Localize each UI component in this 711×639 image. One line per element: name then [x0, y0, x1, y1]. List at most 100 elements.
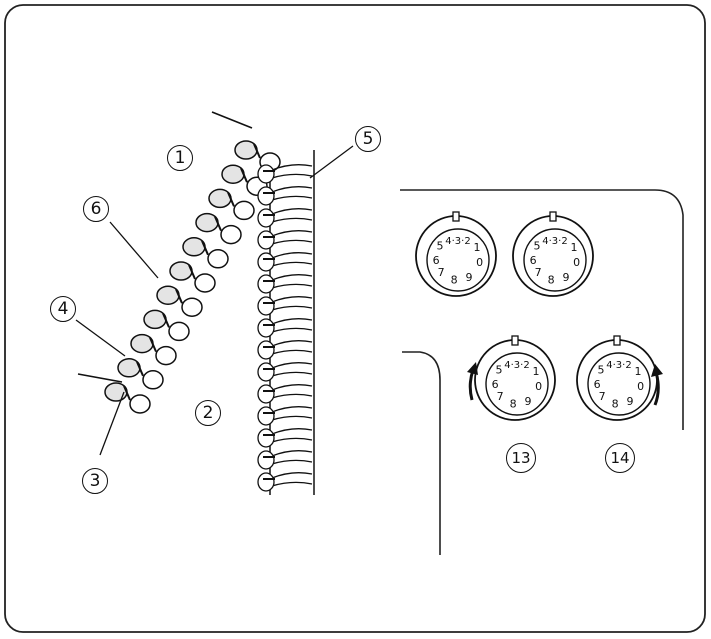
- dial-number: 6: [594, 378, 601, 391]
- dial-number: 8: [612, 398, 619, 411]
- chain-needle-thread: [175, 288, 183, 304]
- column-looper-loop: [257, 384, 275, 404]
- column-looper-loop: [257, 450, 275, 470]
- dial-number: 6: [492, 378, 499, 391]
- column-loop: [271, 340, 313, 355]
- callout-14: 14: [605, 443, 635, 473]
- thread-line-top: [211, 111, 253, 129]
- leader-5: [309, 145, 354, 179]
- chain-needle-thread: [253, 143, 261, 159]
- overlock-chain-stitch: [104, 140, 281, 414]
- leader-6: [109, 221, 159, 279]
- dial-number: 1: [571, 241, 578, 254]
- column-looper-loop: [257, 296, 275, 316]
- dial-number: 9: [627, 395, 634, 408]
- chain-loop-outer: [143, 309, 167, 330]
- column-looper-loop: [257, 472, 275, 492]
- column-loop: [271, 274, 313, 289]
- machine-panel-outline: [400, 189, 684, 430]
- dial-number: 5: [436, 239, 443, 252]
- chain-needle-thread: [188, 264, 196, 280]
- dial-number: 5: [597, 363, 604, 376]
- chain-needle-thread: [162, 313, 170, 328]
- callout-6: 6: [83, 196, 109, 222]
- callout-13: 13: [506, 443, 536, 473]
- dial-knob: [523, 228, 587, 292]
- chain-needle-thread: [201, 240, 209, 256]
- column-loop: [271, 384, 313, 399]
- chain-loop-outer: [156, 285, 180, 305]
- column-loop: [271, 428, 313, 443]
- chain-loop-outer: [221, 164, 245, 184]
- dial-knob: [426, 228, 490, 292]
- dial-number: 7: [497, 390, 504, 403]
- dial-number: 4·3·2: [504, 360, 529, 371]
- chain-needle-thread: [136, 361, 144, 377]
- chain-loop-outer: [182, 237, 206, 257]
- column-loop: [271, 186, 313, 201]
- chain-loop-inner: [155, 345, 177, 366]
- chain-loop-outer: [234, 140, 258, 160]
- dial-number: 7: [535, 266, 542, 279]
- column-looper-loop: [257, 340, 275, 360]
- dial-number: 6: [530, 254, 537, 267]
- dial-number: 0: [573, 256, 580, 269]
- chain-loop-inner: [233, 200, 255, 221]
- column-loop: [271, 318, 313, 333]
- dial-number: 8: [451, 274, 458, 287]
- chain-needle-thread: [123, 385, 131, 401]
- thread-line-bottom: [77, 373, 123, 383]
- machine-panel-lower-outline: [402, 351, 441, 555]
- chain-loop-outer: [130, 333, 154, 354]
- chain-needle-thread: [214, 216, 222, 231]
- dial-knob: [587, 352, 651, 416]
- column-loop: [271, 450, 313, 465]
- dial-number: 7: [438, 266, 445, 279]
- dial-number: 0: [535, 380, 542, 393]
- column-loop: [271, 296, 313, 311]
- callout-5: 5: [355, 126, 381, 152]
- dial-number: 9: [563, 271, 570, 284]
- dial-number: 4·3·2: [606, 360, 631, 371]
- dial-number: 9: [525, 395, 532, 408]
- chain-needle-thread: [149, 337, 157, 352]
- dial-number: 1: [533, 365, 540, 378]
- arrow-dial-13-icon: [468, 369, 475, 401]
- diagram-border: [4, 4, 706, 633]
- dial-number: 4·3·2: [445, 236, 470, 247]
- chain-loop-inner: [181, 297, 203, 317]
- dial-indicator-mark: [452, 211, 460, 222]
- overlock-vertical-stitch: [257, 150, 315, 495]
- chain-loop-outer: [117, 358, 141, 378]
- dial-number: 6: [433, 254, 440, 267]
- chain-loop-inner: [168, 321, 190, 342]
- chain-loop-inner: [142, 370, 164, 390]
- dial-number: 9: [466, 271, 473, 284]
- dial-number: 1: [474, 241, 481, 254]
- dial-number: 7: [599, 390, 606, 403]
- column-looper-loop: [257, 428, 275, 448]
- chain-loop-outer: [169, 261, 193, 281]
- column-loop: [271, 164, 313, 179]
- dial-number: 1: [635, 365, 642, 378]
- chain-needle-thread: [240, 167, 248, 183]
- arrow-dial-14-head-icon: [651, 364, 663, 377]
- column-loop: [271, 230, 313, 245]
- dial-indicator-mark: [549, 211, 557, 222]
- column-looper-loop: [257, 164, 275, 184]
- callout-2: 2: [195, 400, 221, 426]
- column-looper-loop: [257, 406, 275, 426]
- column-loop: [271, 208, 313, 223]
- chain-loop-outer: [195, 212, 219, 233]
- dial-knob: [485, 352, 549, 416]
- dial-number: 5: [533, 239, 540, 252]
- arrow-dial-13-head-icon: [467, 362, 478, 375]
- dial-indicator-mark: [511, 335, 519, 346]
- column-looper-loop: [257, 230, 275, 250]
